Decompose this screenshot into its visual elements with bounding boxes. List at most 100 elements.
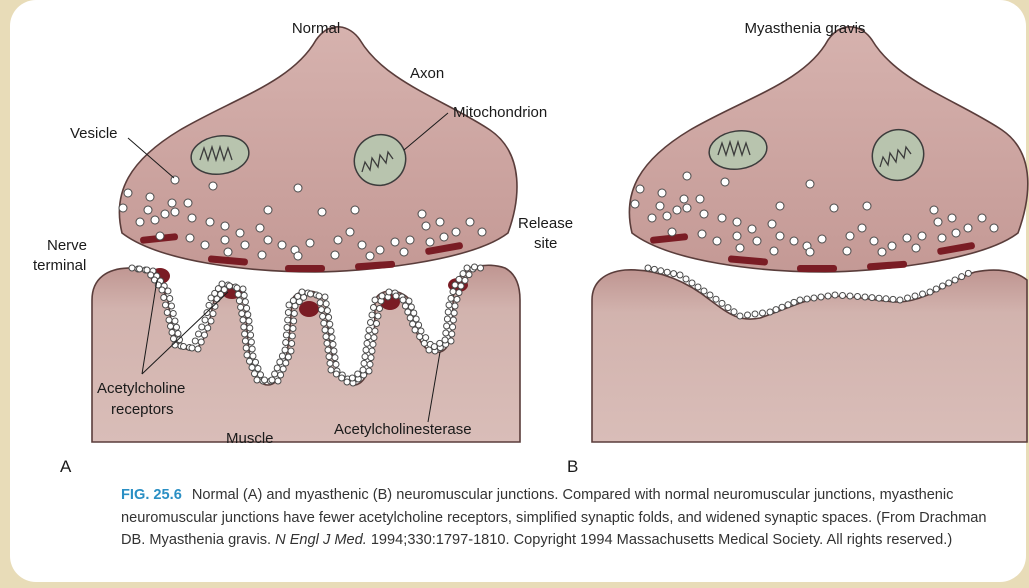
receptor-dot [368, 355, 374, 361]
receptor-dot [862, 294, 868, 300]
receptor-dot [366, 327, 372, 333]
receptor-dot [252, 371, 258, 377]
receptor-dot [767, 309, 773, 315]
receptor-dot [236, 298, 242, 304]
receptor-dot [658, 268, 664, 274]
receptor-dot [324, 340, 330, 346]
vesicle [878, 248, 886, 256]
vesicle [264, 206, 272, 214]
vesicle [776, 202, 784, 210]
receptor-dot [245, 312, 251, 318]
receptor-dot [366, 368, 372, 374]
receptor-dot [725, 305, 731, 311]
receptor-dot [677, 272, 683, 278]
receptor-dot [322, 327, 328, 333]
receptor-dot [825, 293, 831, 299]
title-myasthenia-gravis: Myasthenia gravis [745, 20, 866, 37]
receptor-dot [240, 317, 246, 323]
vesicle [656, 202, 664, 210]
receptor-dot [331, 348, 337, 354]
receptor-dot [202, 332, 208, 338]
receptor-dot [372, 297, 378, 303]
receptor-dot [320, 313, 326, 319]
vesicle [770, 247, 778, 255]
label-nerve-terminal-line1: Nerve [47, 237, 87, 254]
receptor-dot [940, 283, 946, 289]
receptor-dot [450, 289, 456, 295]
receptor-dot [283, 340, 289, 346]
receptor-dot [417, 334, 423, 340]
receptor-dot [364, 340, 370, 346]
receptor-dot [129, 265, 135, 271]
receptor-dot [275, 378, 281, 384]
receptor-dot [456, 276, 462, 282]
receptor-dot [165, 288, 171, 294]
receptor-dot [330, 341, 336, 347]
vesicle [346, 228, 354, 236]
receptor-dot [371, 305, 377, 311]
vesicle [736, 244, 744, 252]
receptor-dot [327, 360, 333, 366]
receptor-dot [450, 317, 456, 323]
vesicle [151, 216, 159, 224]
receptor-dot [167, 296, 173, 302]
receptor-dot [883, 296, 889, 302]
vesicle [700, 210, 708, 218]
receptor-dot [326, 314, 332, 320]
receptor-dot [449, 331, 455, 337]
vesicle [930, 206, 938, 214]
receptor-dot [195, 346, 201, 352]
receptor-dot [876, 295, 882, 301]
vesicle [161, 210, 169, 218]
receptor-dot [452, 303, 458, 309]
receptor-dot [785, 302, 791, 308]
receptor-dot [239, 311, 245, 317]
receptor-dot [472, 264, 478, 270]
receptor-dot [166, 317, 172, 323]
vesicle [236, 229, 244, 237]
vesicle [136, 218, 144, 226]
vesicle [156, 232, 164, 240]
receptor-dot [205, 325, 211, 331]
receptor-dot [645, 265, 651, 271]
vesicle [938, 234, 946, 242]
receptor-dot [400, 297, 406, 303]
vesicle [418, 210, 426, 218]
receptor-dot [393, 293, 399, 299]
vesicle [119, 204, 127, 212]
receptor-dot [277, 359, 283, 365]
vesicle [718, 214, 726, 222]
receptor-dot [349, 375, 355, 381]
receptor-dot [242, 338, 248, 344]
receptor-dot [324, 308, 330, 314]
receptor-dot [952, 277, 958, 283]
vesicle [224, 248, 232, 256]
receptor-dot [278, 372, 284, 378]
receptor-dot [719, 300, 725, 306]
vesicle [258, 251, 266, 259]
vesicle [294, 184, 302, 192]
vesicle [733, 232, 741, 240]
receptor-dot [299, 289, 305, 295]
receptor-dot [234, 285, 240, 291]
receptor-dot [322, 294, 328, 300]
vesicle [648, 214, 656, 222]
receptor-dot [369, 312, 375, 318]
receptor-dot [174, 324, 180, 330]
receptor-dot [478, 265, 484, 271]
receptor-dot [811, 295, 817, 301]
vesicle [680, 195, 688, 203]
receptor-dot [328, 367, 334, 373]
vesicle [358, 241, 366, 249]
receptor-dot [464, 265, 470, 271]
receptor-dot [371, 335, 377, 341]
receptor-dot [407, 315, 413, 321]
receptor-dot [321, 320, 327, 326]
receptor-dot [421, 340, 427, 346]
receptor-dot [290, 326, 296, 332]
receptor-dot [664, 269, 670, 275]
receptor-dot [249, 365, 255, 371]
receptor-dot [325, 347, 331, 353]
receptor-dot [285, 317, 291, 323]
nerve-terminal-shape-mg [629, 27, 1027, 272]
